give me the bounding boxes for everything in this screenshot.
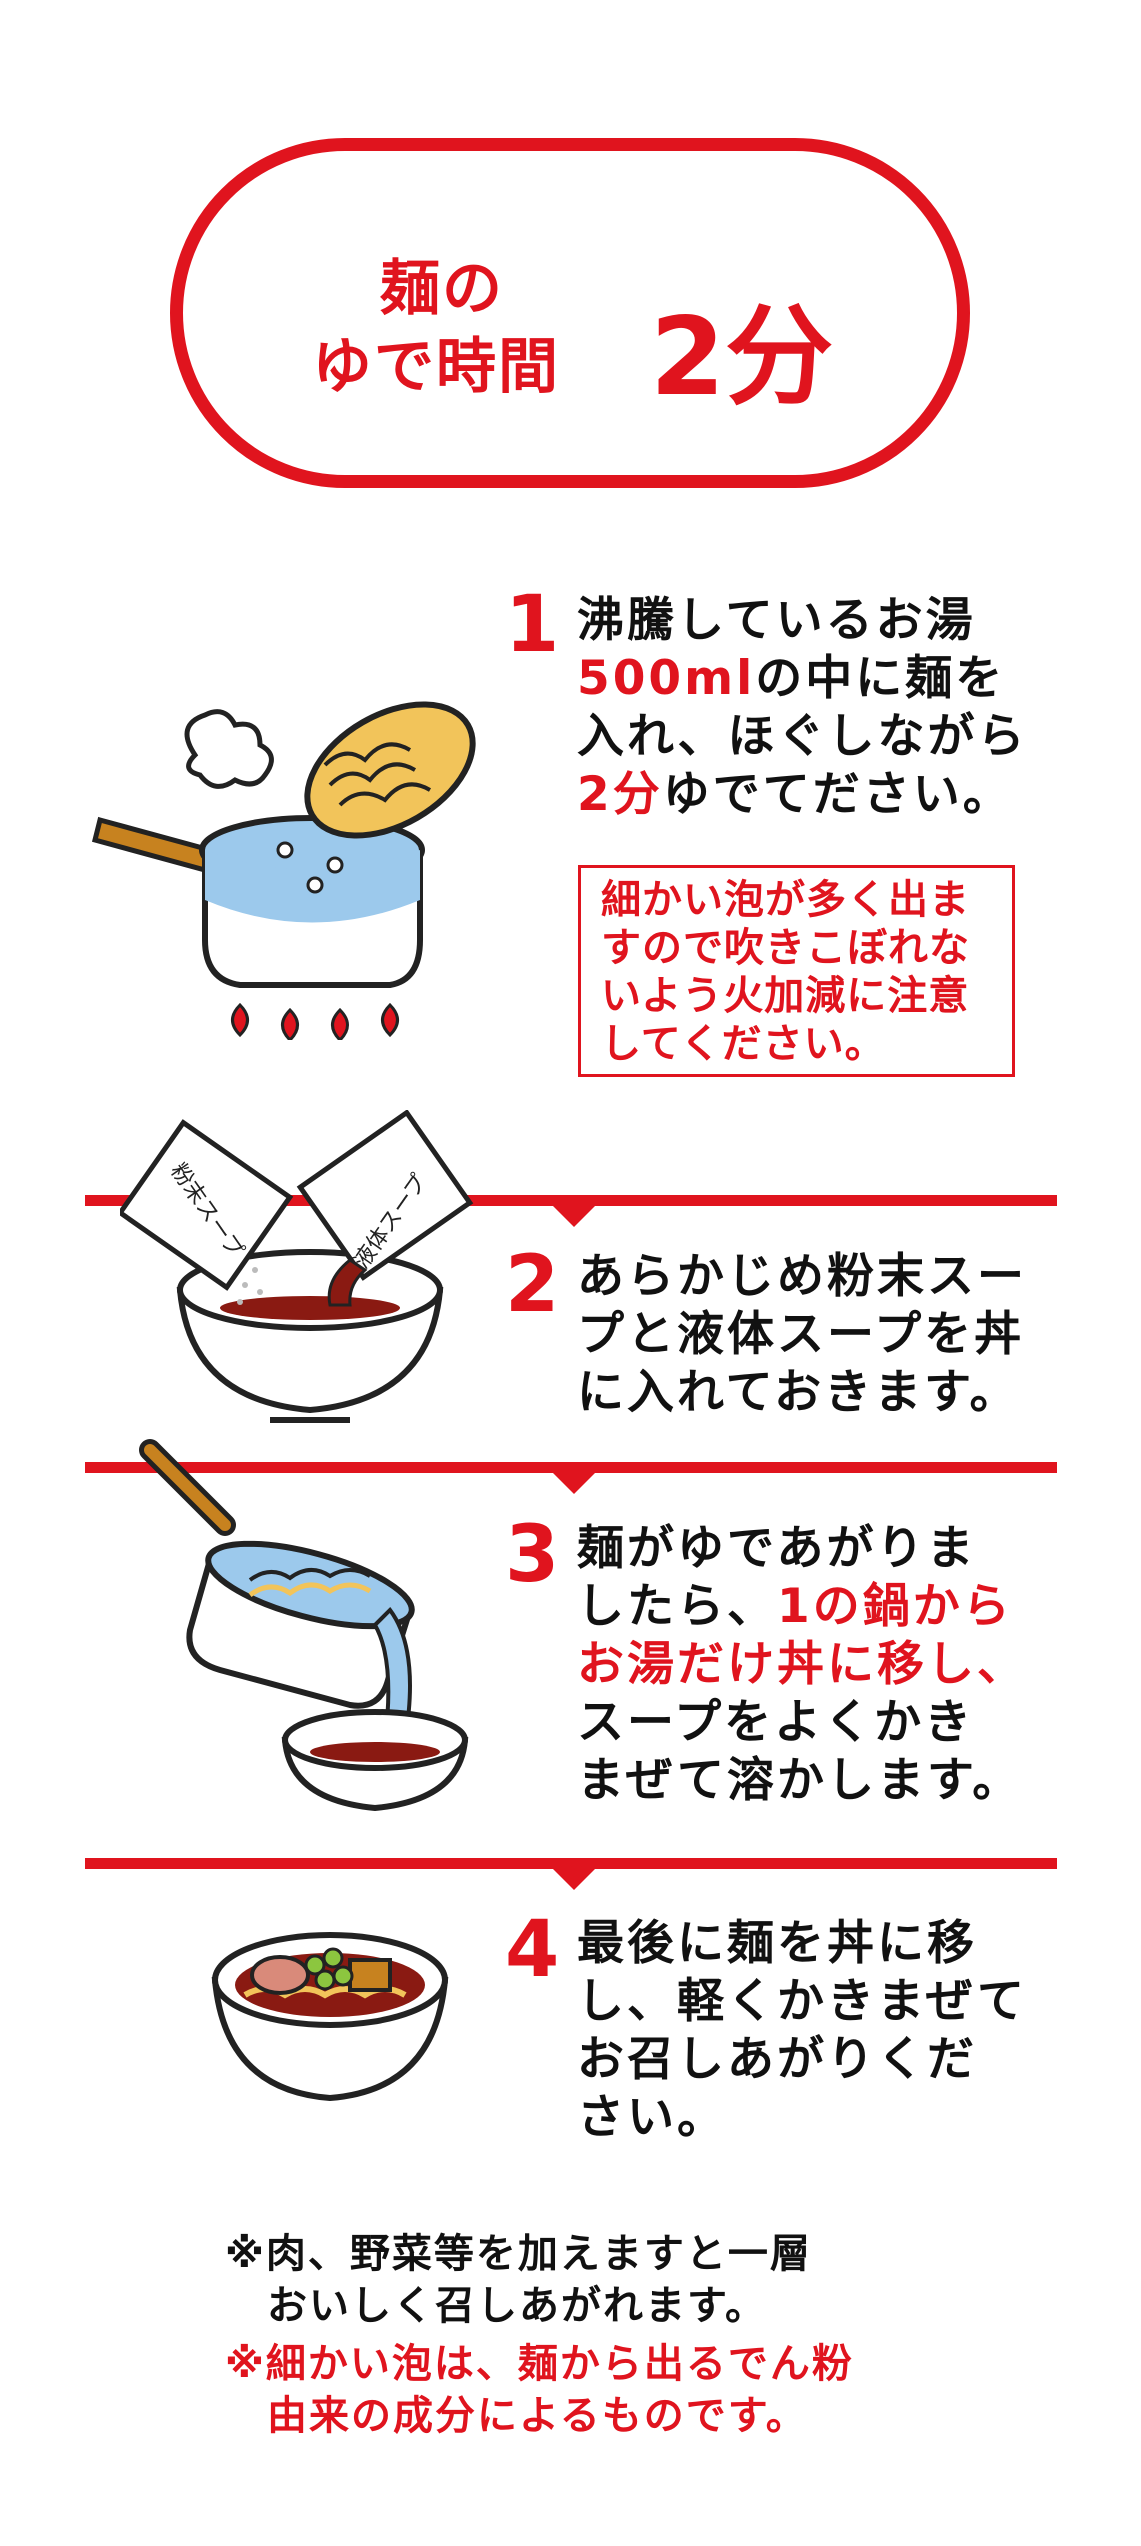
header-label-line1: 麺の [380,254,504,324]
noodle-block [304,701,476,839]
section-divider [85,1195,1057,1206]
step-text-segment: に入れておきます。 [577,1365,1020,1420]
liquid-soup-pour [327,1258,368,1307]
caution-box: 細かい泡が多く出ま すので吹きこぼれな いよう火加減に注意 してください。 [578,865,1015,1077]
step-text-line: 最後に麺を丼に移 [577,1915,1057,1973]
divider-notch [552,1472,596,1494]
step-text-line: 500mlの中に麺を [577,650,1057,708]
step-text-segment: あらかじめ粉末スー [577,1249,1027,1304]
steam-icon [184,709,274,789]
step-text-segment: さい。 [577,2090,727,2145]
divider-notch [552,1205,596,1227]
step-3-text: 麺がゆであがりましたら、1の鍋からお湯だけ丼に移し、スープをよくかきまぜて溶かし… [577,1520,1057,1810]
liquid-packet: 液体スープ [296,1110,474,1281]
step-text-segment: 沸騰しているお湯 [577,593,976,648]
step-text-segment: 1の鍋から [777,1579,1013,1634]
pot-handle [91,816,214,874]
caution-line: すので吹きこぼれな [601,925,970,971]
step-text-segment: まぜて溶かします。 [577,1753,1023,1808]
soup-in-bowl [310,1742,440,1762]
step-text-line: 沸騰しているお湯 [577,592,1057,650]
green-onion-icon [304,1947,354,1991]
step-2-number: 2 [505,1240,560,1330]
cooking-time-banner [170,138,970,488]
step-text-line: プと液体スープを丼 [577,1306,1057,1364]
step-text-segment: 入れ、ほぐしながら [577,709,1028,764]
step-text-line: 2分ゆでてださい。 [577,766,1057,824]
divider-notch [552,1868,596,1890]
caution-line: いよう火加減に注意 [601,973,970,1019]
caution-line: 細かい泡が多く出ま [601,877,970,923]
note-1-line-1: ※肉、野菜等を加えますと一層 [225,2231,812,2277]
step-text-segment: 500ml [577,651,756,706]
step-text-line: あらかじめ粉末スー [577,1248,1057,1306]
step-2-text: あらかじめ粉末スープと液体スープを丼に入れておきます。 [577,1248,1057,1422]
chashu-pork [250,1955,310,1995]
step-text-segment: 2分 [577,767,663,822]
step-text-line: に入れておきます。 [577,1364,1057,1422]
section-divider [85,1858,1057,1869]
note-2-line-2: 由来の成分によるものです。 [225,2393,808,2439]
step-text-segment: ゆでてださい。 [662,767,1013,822]
step-text-line: まぜて溶かします。 [577,1752,1057,1810]
step-1-number: 1 [505,580,560,670]
step-text-line: 麺がゆであがりま [577,1520,1057,1578]
step-text-line: お召しあがりくだ [577,2031,1057,2089]
step-text-line: 入れ、ほぐしながら [577,708,1057,766]
step-text-line: し、軽くかきまぜて [577,1973,1057,2031]
menma [348,1958,392,1992]
step-text-line: お湯だけ丼に移し、 [577,1636,1057,1694]
flame-icon [231,1002,399,1040]
step-text-segment: し、軽くかきまぜて [577,1974,1027,2029]
step-text-segment: お湯だけ丼に移し、 [577,1637,1027,1692]
header-label-line2: ゆで時間 [312,332,560,402]
step-4-number: 4 [505,1905,560,1995]
pouring-water-illustration [139,1439,469,1812]
soup-in-bowl [220,1296,400,1320]
step-text-segment: スープをよくかき [577,1695,975,1750]
step-text-segment: したら、 [577,1579,777,1634]
caution-line: してください。 [601,1021,886,1067]
step-text-line: さい。 [577,2089,1057,2147]
note-2-line-1: ※細かい泡は、麺から出るでん粉 [225,2341,854,2387]
step-text-line: スープをよくかき [577,1694,1057,1752]
finished-ramen-bowl-illustration [211,1932,449,2102]
step-text-segment: 麺がゆであがりま [577,1521,977,1576]
note-1-line-2: おいしく召しあがれます。 [225,2283,767,2329]
powder-packet: 粉末スープ [120,1119,294,1291]
step-3-number: 3 [505,1510,560,1600]
cooking-time-value: 2分 [650,295,834,420]
section-divider [85,1462,1057,1473]
step-text-line: したら、1の鍋から [577,1578,1057,1636]
step-text-segment: プと液体スープを丼 [577,1307,1025,1362]
step-text-segment: の中に麺を [755,651,1006,706]
bowl-with-soup-packets-illustration: 粉末スープ 液体スープ [120,1110,474,1423]
step-4-text: 最後に麺を丼に移し、軽くかきまぜてお召しあがりください。 [577,1915,1057,2147]
step-text-segment: 最後に麺を丼に移 [577,1916,977,1971]
boiling-pot-illustration [91,701,476,1040]
step-text-segment: お召しあがりくだ [577,2032,977,2087]
